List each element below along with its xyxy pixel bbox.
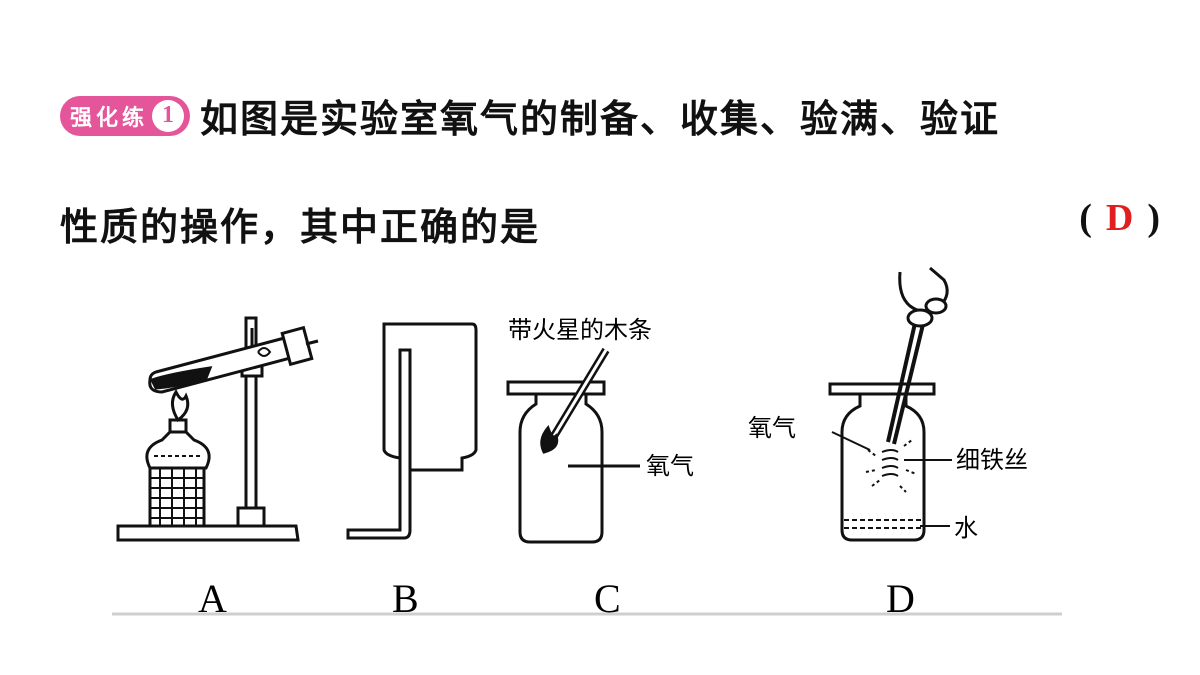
- stand-base: [116, 524, 300, 542]
- oxygen-annotation-c: 氧气: [646, 452, 694, 480]
- splint-core: [546, 349, 608, 447]
- water-annotation: 水: [954, 514, 978, 542]
- flame: [171, 389, 190, 423]
- hand-finger: [906, 308, 934, 328]
- rod-foot: [236, 506, 266, 528]
- figure-b-collection-setup: [346, 322, 478, 540]
- question-text-2: 性质的操作，其中正确的是: [60, 205, 541, 249]
- iron-wire-coil: [881, 449, 899, 477]
- question-line-1: 强化练 1 如图是实验室氧气的制备、收集、验满、验证: [60, 88, 1000, 143]
- figure-a-label: A: [198, 576, 227, 621]
- answer-bracket: ( D): [1079, 196, 1160, 240]
- block-hatching: [150, 468, 204, 526]
- figure-c-splint-test: [506, 347, 640, 544]
- figure-c-label: C: [594, 576, 621, 621]
- figure-d-iron-wire-burning: [828, 266, 952, 542]
- answer-open: (: [1079, 197, 1092, 239]
- oxygen-annotation-d: 氧气: [748, 414, 796, 442]
- exercise-badge: 强化练 1: [60, 95, 191, 136]
- delivery-tube: [305, 339, 319, 346]
- gas-bottle: [518, 392, 604, 544]
- crucible-tongs: [886, 309, 920, 443]
- figure-d-label: D: [886, 576, 915, 621]
- cotton: [257, 347, 272, 357]
- hand-thumb: [924, 297, 948, 315]
- splint-annotation: 带火星的木条: [508, 316, 652, 344]
- alcohol-lamp: [145, 430, 211, 470]
- reagent: [149, 366, 213, 390]
- inverted-bottle: [382, 322, 478, 472]
- badge-number: 1: [152, 99, 185, 132]
- sparks: [865, 439, 917, 493]
- figure-a-heating-apparatus: [116, 316, 319, 542]
- crucible-tongs-arm: [892, 311, 928, 445]
- answer-value: D: [1105, 197, 1134, 239]
- splint-ember: [540, 424, 559, 454]
- badge-text: 强化练: [70, 104, 149, 131]
- water-layer: [844, 519, 922, 529]
- oxygen-pointer-d: [831, 431, 871, 451]
- figure-b-label: B: [392, 576, 419, 621]
- question-text-1: 如图是实验室氧气的制备、收集、验满、验证: [200, 97, 1001, 141]
- iron-wire-annotation: 细铁丝: [956, 446, 1028, 474]
- gas-tube: [346, 348, 412, 540]
- answer-close: ): [1147, 197, 1160, 239]
